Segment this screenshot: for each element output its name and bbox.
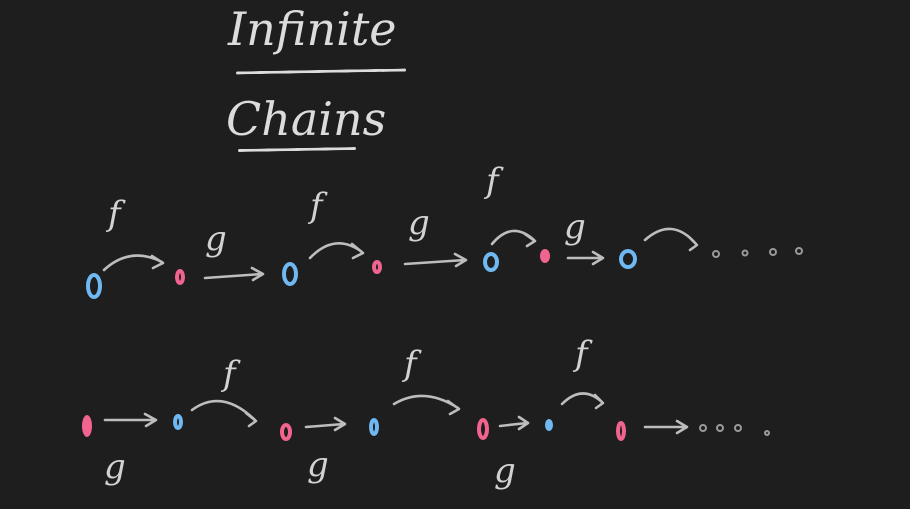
- chain2-blue-node-1: [173, 414, 183, 430]
- chain1-f-arrow-3: [490, 229, 537, 248]
- chain2-ellipsis: [699, 424, 770, 436]
- chain1-f-arrow-4: [643, 227, 699, 252]
- chain2-pink-node-2: [280, 423, 292, 441]
- chain2-blue-node-3: [545, 419, 553, 431]
- chain1-g-label-2: g: [408, 203, 430, 243]
- title-line-2: Chains: [226, 92, 387, 146]
- chain1-g-arrow-2: [403, 252, 468, 268]
- chain2-pink-node-1: [82, 415, 92, 437]
- chain2-g-arrow-2: [304, 416, 347, 432]
- chain2-g-arrow-3: [498, 415, 530, 431]
- chain2-g-label-3: g: [494, 451, 516, 491]
- chain1-ellipsis: [712, 247, 803, 258]
- chain2-pink-node-3: [477, 418, 489, 440]
- chain1-f-label-3: f: [483, 161, 504, 201]
- chain2-f-label-3: f: [572, 334, 593, 374]
- chain1-g-arrow-1: [203, 266, 265, 282]
- chain2-f-arrow-1: [190, 399, 258, 428]
- chain1-blue-node-3: [483, 252, 499, 272]
- chain1-g-label-3: g: [564, 207, 586, 247]
- chain1-pink-node-2: [372, 260, 382, 274]
- chain2-f-label-1: f: [220, 354, 241, 394]
- chain1-blue-node-4: [619, 249, 637, 269]
- chain2-f-arrow-2: [392, 394, 461, 416]
- chain1-pink-node-3: [540, 249, 550, 263]
- chain1-f-label-2: f: [307, 186, 328, 226]
- chain1-f-arrow-2: [308, 242, 365, 260]
- chain-1: f f f g g g: [86, 161, 803, 299]
- chain1-g-label-1: g: [205, 219, 227, 259]
- chain2-trailing-arrow: [643, 419, 689, 435]
- chain2-pink-node-4: [616, 421, 626, 441]
- chain1-f-arrow-1: [102, 254, 165, 272]
- chain-2: f f f g g g: [82, 334, 770, 491]
- title-line-1: Infinite: [228, 2, 397, 56]
- chain1-g-arrow-3: [566, 250, 605, 266]
- chain2-blue-node-2: [369, 418, 379, 436]
- chain2-g-label-2: g: [307, 445, 329, 485]
- chain2-f-arrow-3: [560, 392, 605, 410]
- chain2-g-arrow-1: [103, 412, 158, 428]
- chain1-pink-node-1: [175, 269, 185, 285]
- chain1-f-label-1: f: [105, 194, 126, 234]
- chain1-blue-node-2: [282, 262, 298, 286]
- chain1-blue-node-1: [86, 273, 102, 299]
- chain2-g-label-1: g: [104, 447, 126, 487]
- chain2-f-label-2: f: [401, 344, 422, 384]
